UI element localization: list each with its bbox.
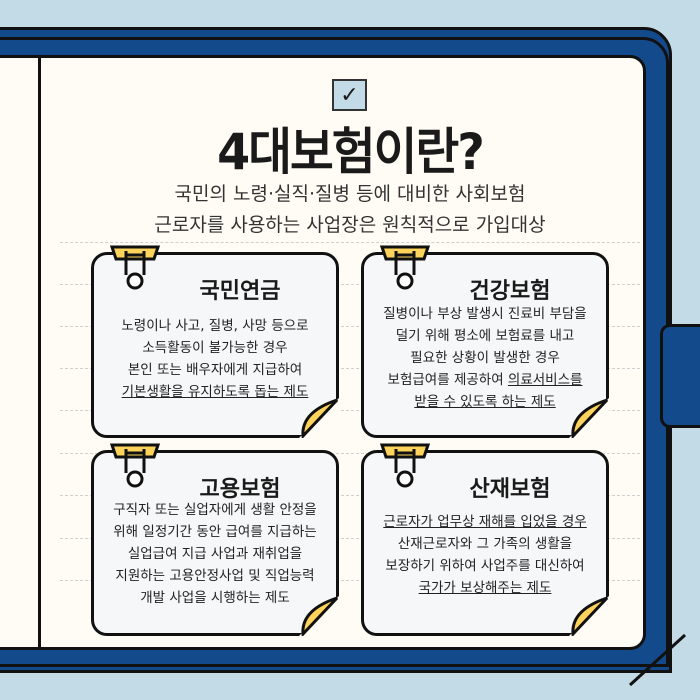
subtitle-line-1: 국민의 노령·실직·질병 등에 대비한 사회보험 [174, 183, 526, 205]
card-text: 산재근로자와 그 가족의 생활을 [397, 536, 573, 552]
binder-clip-icon [110, 443, 160, 488]
card-text: 보험급여를 제공하여 [387, 372, 508, 388]
binder-clip-icon [380, 443, 430, 488]
dashed-line [60, 495, 640, 496]
card-employment-insurance: 고용보험 구직자 또는 실업자에게 생활 안정을 위해 일정기간 동안 급여를 … [91, 443, 339, 636]
card-national-pension: 국민연금 노령이나 사고, 질병, 사망 등으로 소득활동이 불가능한 경우 본… [91, 245, 339, 438]
page-curl-icon [299, 596, 339, 636]
card-title: 건강보험 [469, 279, 551, 304]
dashed-line [60, 326, 640, 327]
notebook-tab [660, 324, 700, 428]
dashed-line [60, 580, 640, 581]
card-text: 개발 사업을 시행하는 제도 [140, 590, 290, 606]
card-text: 본인 또는 배우자에게 지급하여 [127, 362, 303, 378]
card-title: 국민연금 [199, 279, 281, 304]
card-text: 근로자가 업무상 재해를 입었을 경우 [383, 514, 587, 530]
dashed-line [60, 410, 640, 411]
card-text: 의료서비스를 [507, 372, 583, 388]
card-text: 필요한 상황이 발생한 경우 [410, 350, 560, 366]
diagonal-lines-decoration [628, 633, 687, 687]
card-title: 산재보험 [469, 477, 551, 502]
page-curl-icon [299, 398, 339, 438]
checkbox-icon: ✓ [332, 79, 367, 111]
card-text: 소득활동이 불가능한 경우 [142, 340, 288, 356]
card-title: 고용보험 [199, 477, 281, 502]
dashed-line [60, 242, 640, 243]
card-text: 보장하기 위하여 사업주를 대신하여 [385, 558, 585, 574]
card-text: 지원하는 고용안정사업 및 직업능력 [115, 568, 315, 584]
card-text: 실업급여 지급 사업과 재취업을 [127, 546, 303, 562]
card-text: 기본생활을 유지하도록 돕는 제도 [121, 384, 309, 400]
page-curl-icon [569, 596, 609, 636]
subtitle-line-2: 근로자를 사용하는 사업장은 원칙적으로 가입대상 [154, 214, 546, 236]
card-health-insurance: 건강보험 질병이나 부상 발생시 진료비 부담을 덜기 위해 평소에 보험료를 … [361, 245, 609, 438]
page-curl-icon [569, 398, 609, 438]
card-industrial-accident-insurance: 산재보험 근로자가 업무상 재해를 입었을 경우 산재근로자와 그 가족의 생활… [361, 443, 609, 636]
card-text: 구직자 또는 실업자에게 생활 안정을 [113, 502, 317, 518]
dashed-line [60, 453, 640, 454]
page-title: 4대보험이란? [217, 123, 485, 181]
card-text: 받을 수 있도록 하는 제도 [414, 394, 556, 410]
margin-line [38, 57, 41, 648]
card-text: 덜기 위해 평소에 보험료를 내고 [395, 328, 575, 344]
dashed-line [60, 368, 640, 369]
card-text: 노령이나 사고, 질병, 사망 등으로 [121, 318, 309, 334]
dashed-line [60, 538, 640, 539]
dashed-line [60, 284, 640, 285]
card-text: 국가가 보상해주는 제도 [418, 580, 552, 596]
card-text: 질병이나 부상 발생시 진료비 부담을 [383, 306, 587, 322]
card-text: 위해 일정기간 동안 급여를 지급하는 [113, 524, 317, 540]
binder-clip-icon [110, 245, 160, 290]
binder-clip-icon [380, 245, 430, 290]
